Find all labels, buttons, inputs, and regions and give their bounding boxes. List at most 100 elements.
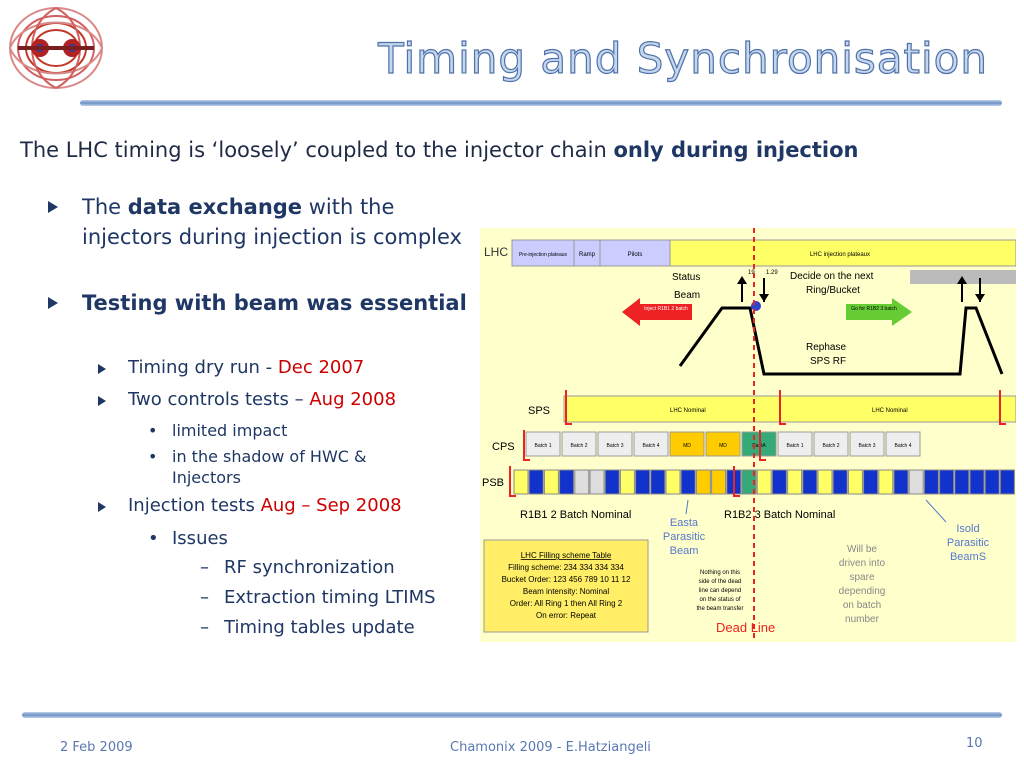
issue-extraction-timing: –Extraction timing LTIMS bbox=[200, 587, 436, 608]
easta-label-2: Parasitic bbox=[663, 531, 706, 543]
lhc-cell-label: Pre-injection plateaux bbox=[519, 252, 568, 258]
cps-cell-label: Batch 1 bbox=[535, 443, 552, 449]
slide-title: Timing and Synchronisation bbox=[378, 33, 988, 83]
sps-nominal-1: LHC Nominal bbox=[670, 408, 706, 414]
filling-table-line: Bucket Order: 123 456 789 10 11 12 bbox=[502, 575, 631, 584]
psb-cell bbox=[817, 469, 833, 495]
will-be-line: on batch bbox=[843, 600, 881, 611]
cps-cell-label: Batch 4 bbox=[895, 443, 912, 449]
sps-row-bar bbox=[563, 395, 1016, 423]
cps-cell-label: Batch 2 bbox=[571, 443, 588, 449]
sub-bullet-controls-tests: Two controls tests – Aug 2008 bbox=[98, 388, 396, 412]
triangle-bullet-icon bbox=[48, 201, 58, 213]
psb-cell bbox=[787, 469, 803, 495]
psb-cell bbox=[832, 469, 848, 495]
easta-label-1: Easta bbox=[670, 517, 699, 529]
will-be-line: spare bbox=[849, 572, 874, 583]
sps-row-label: SPS bbox=[528, 405, 550, 417]
cps-cell-label: MD bbox=[719, 443, 727, 449]
bullet-data-exchange: The data exchange with the injectors dur… bbox=[48, 192, 468, 252]
beam-profile-line bbox=[678, 306, 1004, 376]
red-marker bbox=[999, 390, 1006, 425]
cps-cell bbox=[849, 431, 885, 457]
cps-cell-label: MD bbox=[683, 443, 691, 449]
psb-cell bbox=[999, 469, 1015, 495]
psb-cell bbox=[559, 469, 575, 495]
sub-bullet-injection-tests: Injection tests Aug – Sep 2008 bbox=[98, 494, 402, 518]
lhc-cell-pilots bbox=[599, 239, 671, 267]
r1b2-label: R1B2 3 Batch Nominal bbox=[724, 509, 835, 521]
red-arrow-icon bbox=[622, 298, 692, 326]
cps-cell bbox=[813, 431, 849, 457]
footer-divider bbox=[22, 712, 1002, 718]
psb-cell bbox=[893, 469, 909, 495]
sub-bullet-dry-run: Timing dry run - Dec 2007 bbox=[98, 356, 364, 380]
psb-cell bbox=[589, 469, 605, 495]
psb-cell bbox=[756, 469, 772, 495]
r1b1-label: R1B1 2 Batch Nominal bbox=[520, 509, 631, 521]
cps-cell bbox=[705, 431, 741, 457]
psb-cell bbox=[543, 469, 559, 495]
status-label: Status bbox=[672, 272, 700, 283]
psb-cell bbox=[878, 469, 894, 495]
psb-cell bbox=[802, 469, 818, 495]
psb-cell bbox=[665, 469, 681, 495]
sub-sub-bullet-limited-impact: •limited impact bbox=[148, 421, 288, 440]
psb-cell bbox=[604, 469, 620, 495]
green-arrow-text: Go for R1B2 3 batch bbox=[851, 306, 897, 312]
red-marker bbox=[523, 430, 530, 461]
psb-cell bbox=[711, 469, 727, 495]
dead-line-label: Dead Line bbox=[716, 620, 775, 635]
psb-cell bbox=[939, 469, 955, 495]
lhc-cell-label: Pilots bbox=[628, 252, 643, 258]
psb-cell bbox=[954, 469, 970, 495]
lhc-cell-pre-injection bbox=[511, 239, 575, 267]
timestamp-129: 1.29 bbox=[766, 270, 778, 276]
lhc-row-label: LHC bbox=[484, 245, 508, 259]
title-divider bbox=[80, 100, 1002, 106]
cps-cell-label: Batch 2 bbox=[823, 443, 840, 449]
triangle-bullet-icon bbox=[98, 364, 106, 374]
red-marker bbox=[509, 466, 516, 497]
lhc-logo-icon bbox=[9, 7, 103, 89]
easta-label-3: Beam bbox=[670, 545, 699, 557]
psb-cell bbox=[923, 469, 939, 495]
psb-cell bbox=[908, 469, 924, 495]
nothing-note-line: Nothing on this bbox=[700, 570, 740, 576]
red-marker bbox=[759, 430, 766, 461]
psb-cell bbox=[741, 469, 757, 495]
cps-cell bbox=[597, 431, 633, 457]
footer-date: 2 Feb 2009 bbox=[60, 740, 133, 755]
psb-cell bbox=[695, 469, 711, 495]
cps-cell-label: Batch 3 bbox=[607, 443, 624, 449]
lhc-cell-label: LHC injection plateaux bbox=[810, 252, 870, 258]
psb-cell bbox=[969, 469, 985, 495]
psb-cell bbox=[513, 469, 529, 495]
will-be-line: Will be bbox=[847, 544, 877, 555]
timing-diagram: LHC Pre-injection plateaux Ramp Pilots L… bbox=[480, 228, 1016, 642]
cps-cell bbox=[561, 431, 597, 457]
lhc-cell-label: Ramp bbox=[579, 252, 596, 258]
issue-timing-tables: –Timing tables update bbox=[200, 617, 415, 638]
nothing-note-line: line can depend bbox=[699, 588, 741, 594]
sub-sub-bullet-shadow-hwc: •in the shadow of HWC & Injectors bbox=[148, 447, 367, 487]
psb-row bbox=[513, 469, 1015, 495]
cps-cell-label: Batch 4 bbox=[643, 443, 660, 449]
cps-cell bbox=[633, 431, 669, 457]
nothing-note-line: side of the dead bbox=[699, 579, 742, 585]
issue-rf-sync: –RF synchronization bbox=[200, 557, 395, 578]
isold-label-2: Parasitic bbox=[947, 537, 990, 549]
triangle-bullet-icon bbox=[98, 396, 106, 406]
footer-author: Chamonix 2009 - E.Hatziangeli bbox=[450, 740, 651, 755]
filling-table-line: Order: All Ring 1 then All Ring 2 bbox=[510, 599, 623, 608]
nothing-note-line: the beam transfer bbox=[696, 606, 743, 612]
will-be-line: number bbox=[845, 614, 880, 625]
sps-rf-label: SPS RF bbox=[810, 356, 846, 367]
psb-cell bbox=[863, 469, 879, 495]
will-be-line: driven into bbox=[839, 558, 886, 569]
cps-cell bbox=[669, 431, 705, 457]
cps-cell bbox=[525, 431, 561, 457]
isold-label-1: Isold bbox=[956, 523, 979, 535]
cps-row-label: CPS bbox=[492, 441, 515, 453]
psb-cell bbox=[680, 469, 696, 495]
